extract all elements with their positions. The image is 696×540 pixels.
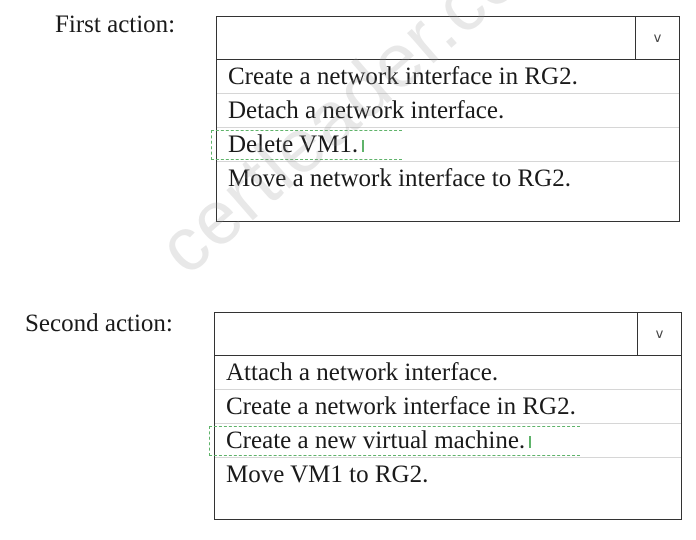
option-label: Attach a network interface. — [226, 359, 499, 386]
option-attach-nic[interactable]: Attach a network interface. — [215, 356, 681, 390]
second-action-options: Attach a network interface. Create a net… — [209, 356, 682, 520]
option-create-nic-rg2[interactable]: Create a network interface in RG2. — [215, 390, 681, 424]
chevron-down-icon[interactable]: v — [637, 313, 681, 355]
option-move-nic-rg2[interactable]: Move a network interface to RG2. — [217, 162, 679, 196]
option-create-new-vm[interactable]: Create a new virtual machine. — [209, 424, 681, 458]
first-action-dropdown[interactable]: v — [216, 16, 680, 60]
option-delete-vm1[interactable]: Delete VM1. — [211, 128, 679, 162]
option-detach-nic[interactable]: Detach a network interface. — [217, 94, 679, 128]
second-action-dropdown[interactable]: v — [214, 312, 682, 356]
chevron-down-icon[interactable]: v — [635, 17, 679, 59]
second-action-label: Second action: — [25, 310, 173, 337]
selection-tick-icon — [529, 436, 531, 449]
option-label: Delete VM1. — [228, 131, 359, 158]
selection-tick-icon — [362, 140, 364, 153]
first-action-options: Create a network interface in RG2. Detac… — [211, 60, 680, 222]
option-label: Detach a network interface. — [228, 97, 505, 124]
option-label: Move VM1 to RG2. — [226, 461, 429, 488]
option-label: Create a new virtual machine. — [226, 427, 526, 454]
option-label: Create a network interface in RG2. — [228, 63, 578, 90]
first-action-label: First action: — [55, 11, 176, 38]
option-move-vm1-rg2[interactable]: Move VM1 to RG2. — [215, 458, 681, 492]
option-label: Move a network interface to RG2. — [228, 165, 571, 192]
option-create-nic-rg2[interactable]: Create a network interface in RG2. — [217, 60, 679, 94]
option-label: Create a network interface in RG2. — [226, 393, 576, 420]
